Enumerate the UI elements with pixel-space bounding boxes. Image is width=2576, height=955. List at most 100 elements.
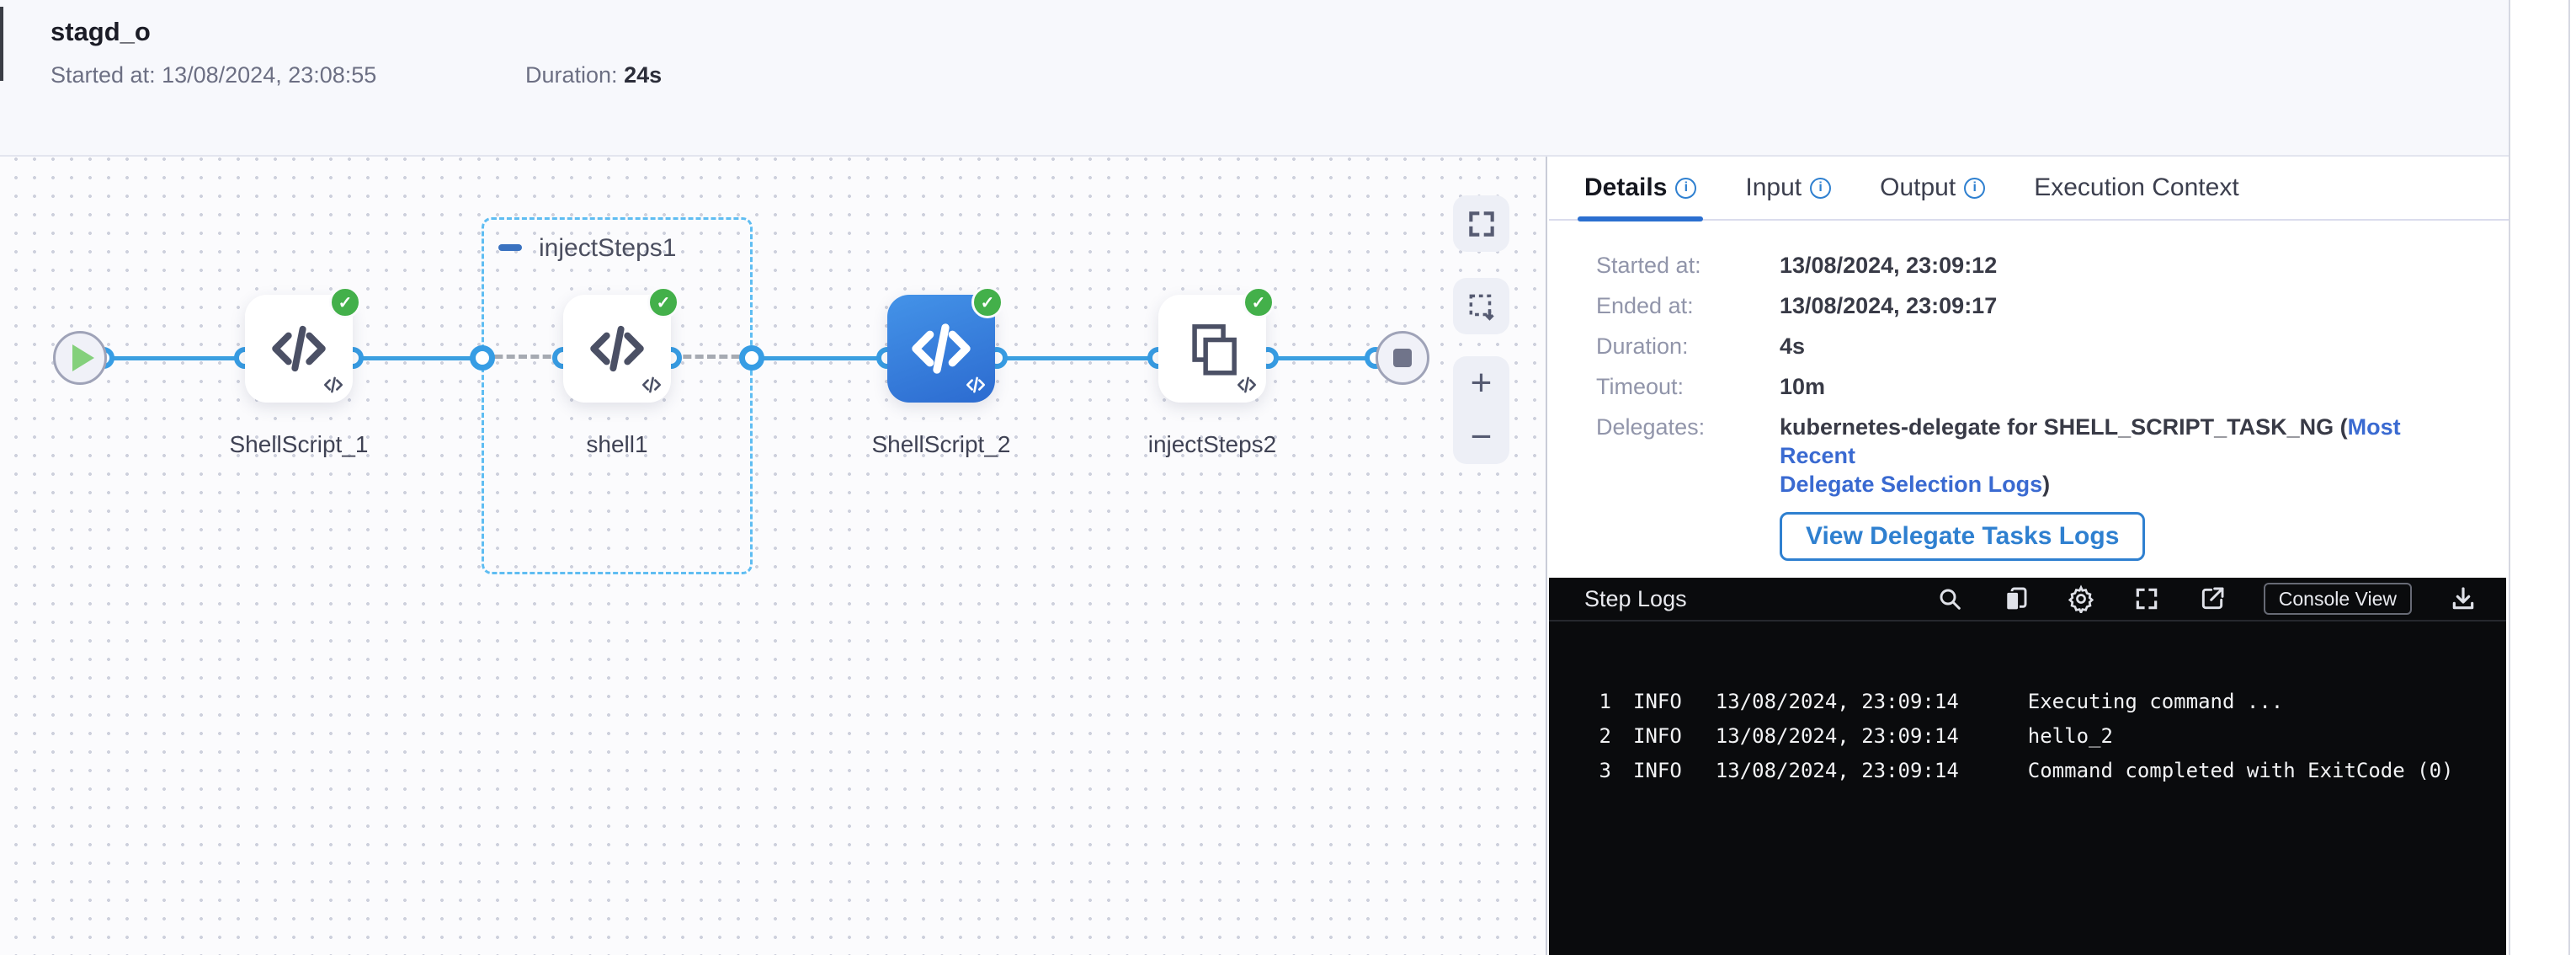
code-icon	[590, 325, 644, 372]
field-label: Timeout:	[1596, 374, 1685, 399]
view-delegate-tasks-logs-button[interactable]: View Delegate Tasks Logs	[1780, 512, 2146, 561]
delegates-line2: Delegate Selection Logs)	[1780, 470, 2478, 499]
field-timeout: Timeout: 10m	[1596, 372, 2478, 401]
tab-execution-context[interactable]: Execution Context	[2034, 156, 2238, 220]
edge-group-to-shellscript2	[752, 356, 887, 360]
tab-details-label: Details	[1584, 173, 1668, 201]
log-lines[interactable]: 1 INFO 13/08/2024, 23:09:14 Executing co…	[1588, 684, 2486, 787]
tab-input[interactable]: Input	[1745, 156, 1832, 220]
log-level: INFO	[1633, 758, 1682, 782]
fullscreen-icon[interactable]	[2132, 584, 2161, 613]
info-icon[interactable]	[1810, 177, 1832, 199]
edge-shellscript1-to-group	[353, 356, 482, 360]
delegates-suffix: )	[2042, 472, 2051, 497]
delegates-value: kubernetes-delegate for SHELL_SCRIPT_TAS…	[1780, 413, 2478, 561]
tab-details[interactable]: Details	[1577, 156, 1704, 221]
end-node	[1376, 331, 1429, 385]
download-icon[interactable]	[2449, 584, 2478, 613]
tab-output-label: Output	[1880, 173, 1956, 201]
field-delegates: Delegates: kubernetes-delegate for SHELL…	[1596, 413, 2478, 561]
success-badge-icon	[1243, 286, 1275, 318]
node-label-injectsteps2: injectSteps2	[1147, 431, 1277, 457]
log-timestamp: 13/08/2024, 23:09:14	[1715, 723, 1959, 748]
settings-icon[interactable]	[2067, 584, 2095, 613]
stop-icon	[1393, 349, 1412, 367]
tab-execution-context-label: Execution Context	[2034, 173, 2239, 201]
zoom-in-icon[interactable]: +	[1470, 362, 1493, 403]
port-group-out	[739, 345, 764, 371]
edge-shell1-to-group-dashed	[671, 355, 752, 359]
field-started-at: Started at: 13/08/2024, 23:09:12	[1596, 251, 2478, 280]
log-timestamp: 13/08/2024, 23:09:14	[1715, 689, 1959, 713]
fullscreen-icon	[1468, 211, 1494, 237]
node-injectsteps2[interactable]	[1158, 286, 1275, 403]
delegate-selection-logs-link[interactable]: Most Recent	[1780, 414, 2401, 468]
stage-title: stagd_o	[51, 17, 151, 46]
field-duration: Duration: 4s	[1596, 332, 2478, 360]
info-icon[interactable]	[1964, 177, 1986, 199]
stage-duration-value: 24s	[624, 62, 663, 88]
canvas-fullscreen-button[interactable]	[1453, 195, 1509, 252]
left-edge-notch	[0, 7, 3, 81]
step-logs-toolbar: Console View	[1935, 583, 2478, 615]
marquee-select-icon	[1469, 294, 1494, 321]
code-icon	[272, 325, 326, 372]
shell-script-type-icon	[1237, 376, 1257, 393]
tab-output[interactable]: Output	[1880, 156, 1986, 220]
search-icon[interactable]	[1935, 584, 1964, 613]
field-value: 13/08/2024, 23:09:17	[1780, 293, 1998, 318]
node-shellscript2-selected[interactable]	[887, 286, 1003, 403]
node-shellscript1[interactable]	[245, 286, 361, 403]
stage-duration: Duration: 24s	[525, 62, 662, 88]
port-group-in	[470, 345, 495, 371]
collapsed-right-rail	[2509, 0, 2576, 955]
node-label-shell1: shell1	[586, 431, 648, 457]
step-logs-header: Step Logs	[1549, 578, 2506, 622]
edge-group-to-shell1-dashed	[482, 355, 563, 359]
step-logs-title: Step Logs	[1584, 585, 1687, 611]
collapse-group-icon[interactable]	[498, 244, 522, 251]
tab-input-label: Input	[1745, 173, 1802, 201]
group-label: injectSteps1	[539, 234, 677, 262]
node-shell1[interactable]	[563, 286, 679, 403]
log-message: hello_2	[2027, 723, 2113, 748]
canvas-zoom-control: + −	[1453, 356, 1509, 464]
steps-group-icon	[1192, 324, 1237, 376]
field-value: 10m	[1780, 374, 1826, 399]
stage-duration-label: Duration:	[525, 62, 625, 88]
delegates-prefix: kubernetes-delegate for SHELL_SCRIPT_TAS…	[1780, 414, 2348, 440]
details-fields: Started at: 13/08/2024, 23:09:12 Ended a…	[1596, 251, 2478, 573]
delegates-line1: kubernetes-delegate for SHELL_SCRIPT_TAS…	[1780, 413, 2478, 470]
stage-header: stagd_o Started at: 13/08/2024, 23:08:55…	[0, 0, 2509, 157]
log-line-number: 1	[1599, 689, 1611, 713]
info-icon[interactable]	[1675, 177, 1697, 199]
shell-script-type-icon	[641, 376, 662, 393]
zoom-out-icon[interactable]: −	[1470, 416, 1493, 457]
shell-script-type-icon	[966, 376, 986, 393]
field-ended-at: Ended at: 13/08/2024, 23:09:17	[1596, 291, 2478, 320]
details-tab-bar: Details Input Output Execution Context	[1549, 157, 2509, 221]
open-in-new-icon[interactable]	[2198, 584, 2227, 613]
log-line: 2 INFO 13/08/2024, 23:09:14 hello_2	[1588, 718, 2486, 753]
field-value: 13/08/2024, 23:09:12	[1780, 253, 1998, 278]
code-icon	[912, 323, 971, 374]
play-icon	[72, 344, 94, 371]
field-label: Started at:	[1596, 253, 1701, 278]
delegate-selection-logs-link[interactable]: Delegate Selection Logs	[1780, 472, 2043, 497]
pipeline-canvas[interactable]: injectSteps1 ShellScript_1 sh	[0, 157, 1547, 955]
field-label: Duration:	[1596, 333, 1689, 359]
log-level: INFO	[1633, 723, 1682, 748]
console-view-button[interactable]: Console View	[2263, 583, 2412, 615]
success-badge-icon	[647, 286, 679, 318]
field-value: 4s	[1780, 333, 1806, 359]
log-message: Executing command ...	[2027, 689, 2284, 713]
copy-icon[interactable]	[2001, 584, 2030, 613]
start-node	[53, 331, 107, 385]
canvas-marquee-select-button[interactable]	[1453, 278, 1509, 334]
node-label-shellscript2: ShellScript_2	[871, 431, 1011, 457]
stage-started-at: Started at: 13/08/2024, 23:08:55	[51, 62, 377, 88]
step-group-injectsteps1[interactable]	[482, 217, 753, 574]
edge-start-to-shellscript1	[104, 356, 245, 360]
step-logs-panel: Step Logs	[1549, 578, 2506, 955]
